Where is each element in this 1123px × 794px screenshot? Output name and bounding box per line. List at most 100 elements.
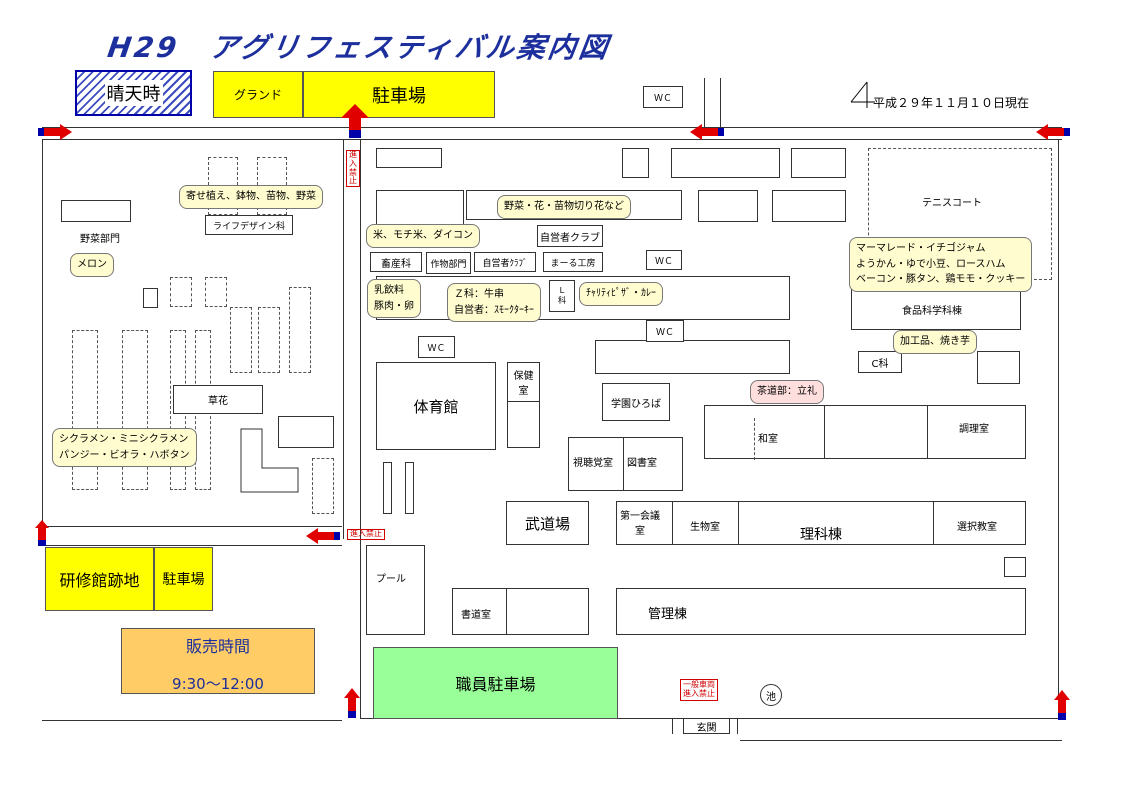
wc-gym: ＷＣ	[418, 336, 455, 358]
building	[143, 288, 158, 308]
divider	[927, 405, 928, 459]
campus-plaza: 学園ひろば	[602, 383, 670, 421]
ground-label: グランド	[233, 88, 282, 102]
divider	[623, 437, 624, 491]
road-top-2	[42, 139, 1062, 140]
road-left-outer	[42, 139, 43, 526]
entrance: 玄関	[683, 718, 730, 734]
callout-dairy: 乳飲料 豚肉・卵	[367, 279, 421, 318]
weather-box: 晴天時	[75, 70, 192, 116]
arrow-top-right-icon	[1036, 124, 1070, 140]
wc-label: ＷＣ	[655, 327, 674, 338]
callout-arrangement-text: 寄せ植え、鉢物、苗物、野菜	[186, 191, 316, 202]
livestock-bldg: 畜産科	[370, 252, 422, 272]
greenhouse	[230, 307, 252, 373]
ground-parking: グランド	[213, 71, 303, 118]
pillar	[383, 462, 392, 514]
japanese-room-bldg	[704, 405, 1026, 459]
self-club-small: 自営者ｸﾗﾌﾞ	[474, 252, 536, 272]
life-design-bldg: ライフデザイン科	[205, 215, 293, 235]
library-label: 図書室	[627, 458, 657, 469]
greenhouse	[312, 458, 334, 514]
road-top	[42, 127, 1062, 128]
callout-rice: 米、モチ米、ダイコン	[366, 224, 480, 248]
building	[791, 148, 846, 178]
divider	[933, 501, 934, 545]
callout-dairy-line2: 豚肉・卵	[374, 300, 414, 312]
livestock-label: 畜産科	[381, 258, 411, 270]
callout-processed: 加工品、焼き芋	[893, 330, 977, 354]
sales-time-box: 販売時間 9:30〜12:00	[121, 628, 315, 694]
building	[61, 200, 131, 222]
building	[622, 148, 649, 178]
north-marker-icon	[850, 81, 875, 108]
arrow-left-up-icon	[35, 520, 49, 546]
road-v-top1	[704, 78, 705, 127]
japanese-room-label: 和室	[758, 434, 778, 445]
greenhouse	[258, 307, 280, 373]
building	[278, 416, 334, 448]
arrow-top-left-icon	[38, 124, 72, 140]
pond-label: 池	[766, 691, 776, 703]
building	[376, 148, 442, 168]
building	[698, 190, 758, 222]
callout-cyclamen-line2: パンジー・ビオラ・ハボタン	[59, 449, 190, 461]
no-entry-label: 進入禁止	[347, 529, 385, 540]
greenhouse	[205, 277, 227, 307]
calligraphy-bldg	[452, 588, 589, 635]
callout-charity-text: ﾁｬﾘﾃｨﾋﾟｻﾞ・ｶﾚｰ	[586, 288, 656, 299]
calligraphy-label: 書道室	[461, 610, 491, 621]
callout-dairy-line1: 乳飲料	[374, 285, 404, 296]
callout-z-dept-line2: 自営者：ｽﾓｰｸﾀｰｷｰ	[454, 304, 534, 316]
arrow-west-icon	[306, 528, 340, 544]
building	[1004, 557, 1026, 577]
health-room-bldg: 保健 室	[507, 362, 540, 448]
callout-vegetables-text: 野菜・花・苗物切り花など	[504, 201, 624, 212]
callout-arrangement: 寄せ植え、鉢物、苗物、野菜	[179, 185, 323, 209]
divider	[508, 401, 539, 402]
pillar	[405, 462, 414, 514]
entrance-label: 玄関	[696, 722, 717, 734]
arrow-top-center-icon	[341, 104, 369, 138]
arrow-bottom-center-icon	[344, 688, 360, 718]
general-no-entry-line1: 一般車両	[683, 680, 715, 689]
callout-vegetables: 野菜・花・苗物切り花など	[497, 195, 631, 219]
divider	[824, 405, 825, 459]
l-dept: Ｌ 科	[549, 280, 575, 312]
self-club-label: 自営者クラブ	[540, 232, 600, 244]
callout-marmalade: マーマレード・イチゴジャム ようかん・ゆで小豆、ロースハム ベーコン・豚タン、鶏…	[849, 237, 1033, 292]
building	[977, 351, 1020, 384]
callout-processed-text: 加工品、焼き芋	[900, 336, 970, 347]
flowers-label: 草花	[208, 396, 228, 407]
staff-parking-label: 職員駐車場	[455, 675, 536, 694]
self-club-small-label: 自営者ｸﾗﾌﾞ	[482, 258, 528, 269]
divider	[738, 501, 739, 545]
divider	[506, 588, 507, 635]
old-hall-parking: 駐車場	[154, 547, 213, 611]
divider-dashed	[754, 418, 755, 460]
wc-mid: ＷＣ	[646, 320, 684, 342]
maru-factory-label: まーる工房	[550, 258, 596, 269]
callout-marmalade-line2: ようかん・ゆで小豆、ロースハム	[856, 258, 1006, 270]
callout-z-dept: Ｚ科：牛串 自営者：ｽﾓｰｸﾀｰｷｰ	[447, 283, 541, 322]
map-title: H29 アグリフェスティバル案内図	[105, 31, 613, 64]
no-entry-vertical: 進入禁止	[346, 150, 360, 188]
l-building	[240, 428, 299, 493]
meeting-room-label: 第一会議 室	[620, 511, 660, 537]
main-parking-label: 駐車場	[372, 85, 426, 107]
date-label: 平成２９年１１月１０日現在	[873, 96, 1030, 110]
general-no-entry: 一般車両 進入禁止	[680, 679, 718, 701]
long-building	[595, 340, 790, 374]
elective-room-label: 選択教室	[957, 522, 997, 533]
cooking-room-label: 調理室	[959, 424, 989, 435]
wc-center: ＷＣ	[646, 250, 682, 270]
old-hall-area: 研修館跡地	[45, 547, 154, 611]
pool	[366, 545, 425, 635]
callout-melon: メロン	[70, 253, 114, 277]
c-dept-bldg: C科	[858, 351, 902, 373]
weather-label: 晴天時	[104, 80, 163, 106]
science-bldg-label: 理科棟	[800, 527, 842, 543]
staff-parking: 職員駐車場	[373, 647, 618, 719]
divider	[672, 501, 673, 545]
martial-arts-bldg: 武道場	[506, 501, 589, 545]
